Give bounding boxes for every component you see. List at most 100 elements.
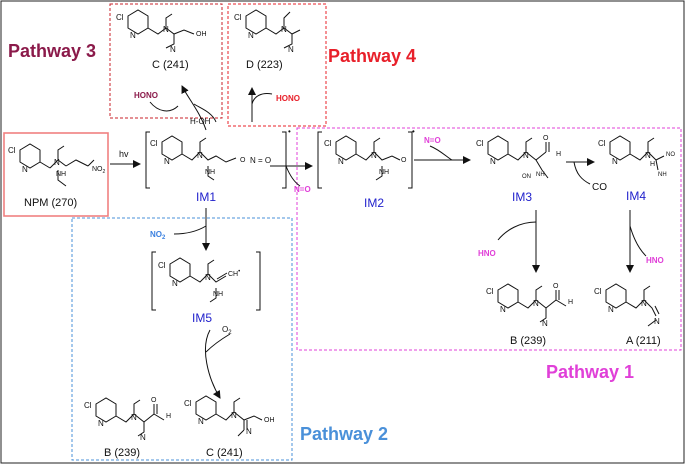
- im4-nh: NH: [658, 172, 667, 178]
- reagent-hono-p4: HONO: [276, 94, 300, 103]
- b239-p1-n-ring: N: [500, 305, 506, 314]
- arrow-no-loss: [285, 165, 301, 187]
- a211-cl: Cl: [594, 287, 602, 296]
- c241-top-n2: N: [170, 45, 176, 54]
- im2-o: O: [401, 157, 407, 164]
- im2-cl: Cl: [324, 139, 332, 148]
- c241-top-structure: [127, 9, 195, 49]
- im5-bracket-left: [151, 251, 156, 311]
- arrow-o2-add: [205, 333, 231, 353]
- arrow-hno2-loss: [629, 225, 647, 257]
- d-label: D (223): [246, 59, 283, 71]
- im3-on: ON: [522, 174, 531, 180]
- reagent-no-im2: N=O: [424, 136, 441, 145]
- im2-structure: [335, 135, 401, 181]
- c241-p2-structure: [195, 395, 263, 437]
- b239-p2-n: N: [131, 413, 137, 422]
- a211-label: A (211): [626, 335, 661, 347]
- d-cl: Cl: [234, 13, 242, 22]
- npm-cl: Cl: [8, 146, 16, 155]
- im5-ch: CH•: [228, 269, 240, 278]
- pathway2-title: Pathway 2: [300, 424, 388, 444]
- npm-nh: NH: [56, 171, 66, 178]
- pathway3-title: Pathway 3: [8, 41, 96, 61]
- im3-cl: Cl: [476, 139, 484, 148]
- arrow-no2-loss: [173, 225, 207, 235]
- im5-label: IM5: [192, 311, 212, 325]
- pathway4-title: Pathway 4: [328, 46, 416, 66]
- arrow-hoh: [193, 103, 217, 123]
- arrow-co-loss: [573, 161, 591, 185]
- c241-p2-cl: Cl: [184, 399, 192, 408]
- im1-structure: [161, 135, 237, 181]
- reagent-hno-1: HNO: [478, 249, 496, 258]
- im3-h: H: [556, 151, 561, 158]
- npm-n-ring: N: [22, 165, 28, 174]
- im5-n-ring: N: [172, 279, 178, 288]
- reagent-hono-p3: HONO: [134, 91, 158, 100]
- arrow-hono4-loss: [251, 93, 273, 105]
- reagent-co: CO: [592, 182, 607, 193]
- im4-no: NO: [666, 152, 675, 158]
- im1-bracket-left: [145, 131, 150, 189]
- arrow-no-add: [429, 145, 453, 161]
- im5-bracket-right: [256, 251, 261, 311]
- c241-p2-oh: OH: [264, 417, 275, 424]
- im5-nh: NH: [213, 291, 223, 298]
- im2-dot: •: [412, 127, 415, 136]
- im1-bracket-right: [282, 131, 287, 189]
- c241-top-cl: Cl: [116, 13, 124, 22]
- c241-p2-n: N: [231, 411, 237, 420]
- im3-structure: [487, 135, 550, 179]
- arrow-hono-loss: [149, 101, 179, 112]
- b239-p1-n2: N: [542, 319, 548, 328]
- b239-p2-o: O: [151, 397, 157, 404]
- im4-structure: [609, 135, 665, 171]
- pathway3-box: [109, 3, 223, 119]
- reagent-hno-2: HNO: [646, 256, 664, 265]
- im4-h: H: [650, 161, 655, 168]
- npm-label: NPM (270): [24, 197, 77, 209]
- d-n-ring: N: [248, 31, 254, 40]
- pathway1-box: [296, 127, 682, 351]
- a211-n2: N: [654, 317, 660, 326]
- reagent-no-rad: N=O: [294, 185, 311, 194]
- im2-n: N: [371, 151, 377, 160]
- im1-dot: •: [288, 127, 291, 136]
- im1-o: O: [240, 157, 246, 164]
- arrow-to-c241: [181, 85, 207, 131]
- c241-p2-n-ring: N: [198, 417, 204, 426]
- im2-label: IM2: [364, 196, 384, 210]
- im4-label: IM4: [626, 189, 646, 203]
- im3-label: IM3: [512, 190, 532, 204]
- b239-p2-n2: N: [140, 433, 146, 442]
- im3-o: O: [543, 135, 549, 142]
- b239-p2-cl: Cl: [84, 401, 92, 410]
- b239-p2-n-ring: N: [98, 419, 104, 428]
- npm-structure: [19, 143, 95, 187]
- reagent-hv: hv: [119, 149, 129, 159]
- im1-n-ring: N: [164, 157, 170, 166]
- d-n: N: [281, 25, 287, 34]
- arrow-im5-products: [204, 329, 221, 399]
- npm-n: N: [54, 158, 60, 167]
- reagent-hoh: H-OH: [190, 117, 211, 126]
- c241-p2-label: C (241): [206, 447, 243, 459]
- im2-nh: NH: [379, 169, 389, 176]
- c241-top-n: N: [163, 25, 169, 34]
- im1-n-o: N = O: [250, 156, 271, 165]
- im3-n: N: [523, 151, 529, 160]
- b239-p1-cl: Cl: [486, 287, 494, 296]
- im1-nh: NH: [205, 169, 215, 176]
- im2-bracket-left: [317, 131, 322, 189]
- pathway1-title: Pathway 1: [546, 362, 634, 382]
- arrow-hno1-loss: [497, 221, 537, 241]
- im5-structure: [169, 257, 228, 303]
- im1-cl: Cl: [150, 139, 158, 148]
- d-structure: [245, 9, 301, 49]
- a211-n: N: [641, 299, 647, 308]
- im1-n: N: [197, 151, 203, 160]
- im4-n-ring: N: [612, 157, 618, 166]
